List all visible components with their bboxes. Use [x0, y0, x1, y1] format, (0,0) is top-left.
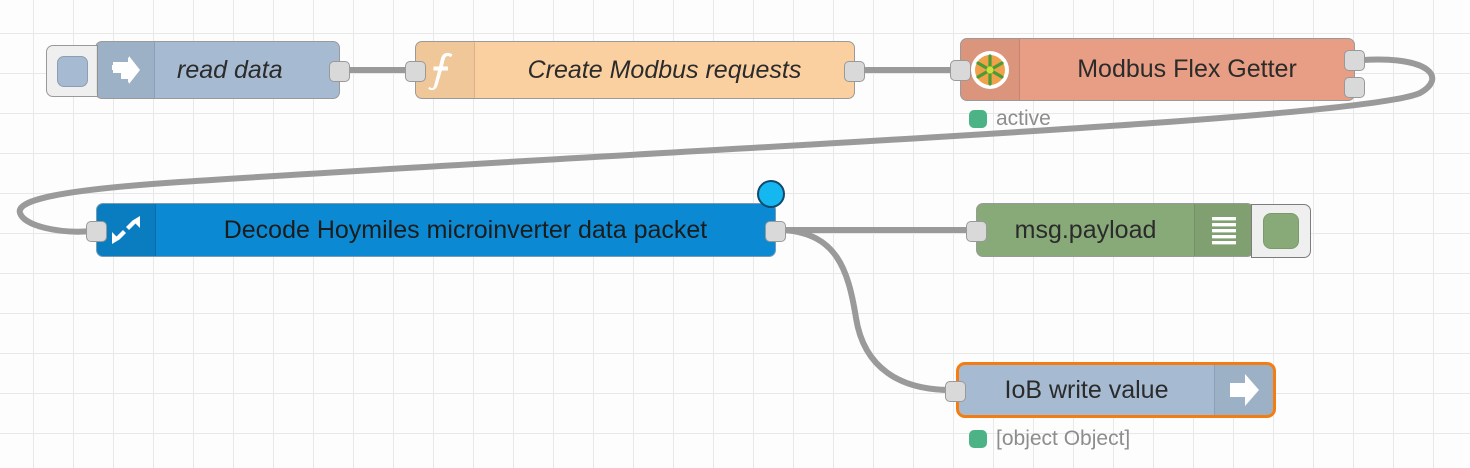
write-arrow-icon	[1214, 365, 1273, 415]
status-iob: [object Object]	[969, 427, 1130, 451]
node-decode-hoymiles[interactable]: Decode Hoymiles microinverter data packe…	[86, 180, 786, 257]
iob-input-port[interactable]	[945, 381, 966, 402]
debug-input-port[interactable]	[966, 221, 987, 242]
node-decode-label: Decode Hoymiles microinverter data packe…	[223, 215, 708, 244]
debug-toggle-button[interactable]	[1251, 204, 1311, 258]
node-modbus-flex-getter[interactable]: Modbus Flex Getter	[950, 38, 1365, 101]
selection-badge[interactable]	[757, 180, 785, 208]
decode-output-port[interactable]	[765, 221, 786, 242]
node-iob-write-value[interactable]: IoB write value	[945, 362, 1276, 418]
inject-arrow-icon	[96, 42, 155, 98]
node-inject-label: read data	[177, 55, 283, 84]
inject-output-port[interactable]	[329, 61, 350, 82]
inject-trigger-button[interactable]	[46, 45, 98, 97]
function-input-port[interactable]	[405, 61, 426, 82]
node-debug-label: msg.payload	[1014, 215, 1157, 244]
debug-lines-icon	[1194, 204, 1253, 256]
node-modbus-label: Modbus Flex Getter	[1077, 55, 1297, 83]
status-text-modbus: active	[996, 107, 1051, 130]
node-function-create-modbus-requests[interactable]: Create Modbus requests	[405, 41, 865, 99]
status-dot-iob	[969, 430, 987, 448]
status-modbus: active	[969, 107, 1051, 131]
node-debug-msg-payload[interactable]: msg.payload	[966, 203, 1311, 258]
decode-input-port[interactable]	[86, 221, 107, 242]
status-dot-modbus	[969, 110, 987, 128]
modbus-input-port[interactable]	[950, 60, 971, 81]
wire-decode-to-iob	[781, 227, 954, 393]
node-inject-read-data[interactable]: read data	[46, 41, 350, 99]
debug-toggle-inner	[1263, 213, 1299, 249]
modbus-output-port-2[interactable]	[1344, 77, 1365, 98]
inject-button-inner	[56, 55, 88, 87]
status-text-iob: [object Object]	[996, 427, 1131, 450]
modbus-output-port-1[interactable]	[1344, 50, 1365, 71]
node-function-label: Create Modbus requests	[527, 55, 802, 84]
modbus-asterisk-icon	[961, 39, 1020, 100]
node-iob-label: IoB write value	[1004, 375, 1169, 404]
function-output-port[interactable]	[844, 61, 865, 82]
